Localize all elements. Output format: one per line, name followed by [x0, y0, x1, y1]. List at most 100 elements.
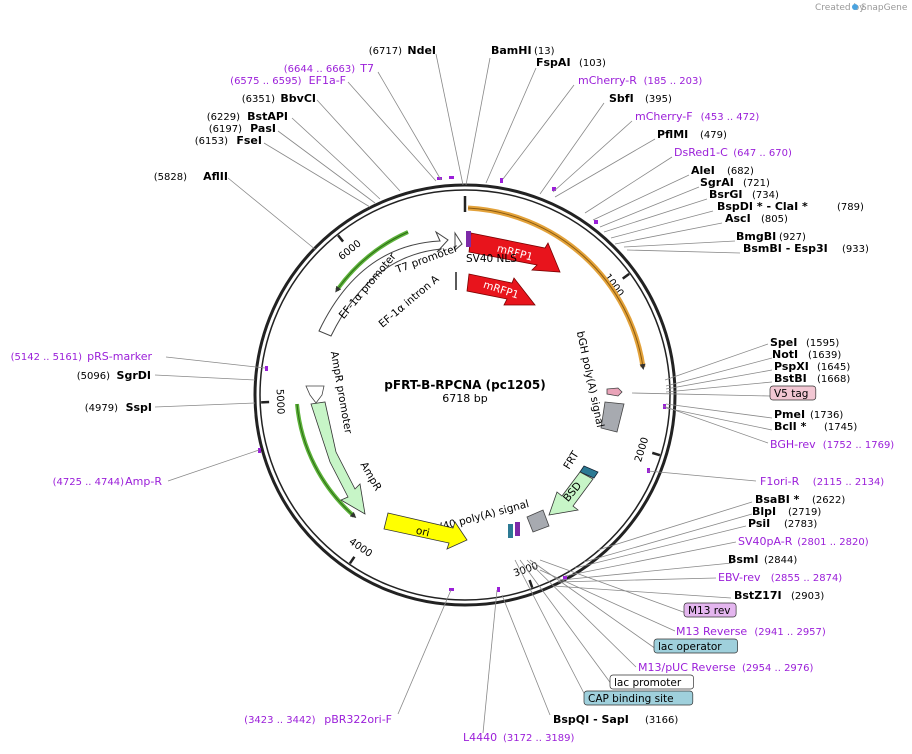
enzyme-name: BstZ17I [734, 589, 782, 602]
enzyme-position: (6153) [195, 136, 228, 147]
enzyme-name: BsmBI - Esp3I [743, 242, 828, 255]
feature-badge [769, 385, 817, 401]
enzyme-name: BbvCI [280, 92, 316, 105]
map-label: PsiI(2783) [748, 517, 817, 530]
map-label: AscI(805) [725, 212, 788, 225]
enzyme-name: SgrAI [700, 176, 734, 189]
enzyme-position: (2903) [791, 591, 824, 602]
enzyme-name: FseI [236, 134, 262, 147]
map-label: BstBI(1668) [774, 372, 850, 385]
map-label: SV40pA-R(2801 .. 2820) [738, 535, 869, 548]
plasmid-name: pFRT-B-RPCNA (pc1205) [384, 378, 545, 392]
primer-range: (2115 .. 2134) [813, 477, 885, 488]
map-label: SgrAI (721) [700, 176, 770, 189]
primer-range: (185 .. 203) [644, 76, 703, 87]
feature-badge [683, 602, 737, 618]
enzyme-position: (1745) [824, 422, 857, 433]
backbone-inner [259, 189, 671, 601]
map-label: SpeI(1595) [770, 336, 839, 349]
plasmid-length: 6718 bp [442, 392, 487, 405]
enzyme-position: (395) [645, 94, 672, 105]
t7-promoter-arrow [454, 231, 463, 252]
leader-lines-left [154, 53, 464, 715]
map-label: PspXI(1645) [774, 360, 850, 373]
credit-text: Created by [815, 3, 865, 13]
map-label: pRS-marker(5142 .. 5161) [11, 350, 153, 363]
map-label: BsmBI - Esp3I(933) [743, 242, 869, 255]
map-label: M13 rev [683, 602, 737, 618]
primer-range: (6575 .. 6595) [230, 76, 302, 87]
enzyme-name: PflMI [657, 128, 688, 141]
map-label: BamHI(13) [491, 44, 555, 57]
enzyme-position: (721) [743, 178, 770, 189]
brand-text: SnapGene [861, 3, 908, 13]
enzyme-name: NotI [772, 348, 798, 361]
map-label: T7(6644 .. 6663) [284, 62, 374, 75]
map-label: F1ori-R(2115 .. 2134) [760, 475, 884, 488]
map-label: M13 Reverse(2941 .. 2957) [676, 625, 826, 638]
primer-range: (3172 .. 3189) [503, 733, 575, 744]
map-label: BbvCI (6351) [242, 92, 316, 105]
enzyme-position: (2719) [788, 507, 821, 518]
enzyme-name: BclI * [774, 420, 807, 433]
primer-range: (4725 .. 4744) [53, 477, 125, 488]
enzyme-name: PmeI [774, 408, 805, 421]
map-label: BmgBI(927) [736, 230, 806, 243]
map-label: NotI(1639) [772, 348, 841, 361]
primer-range: (647 .. 670) [733, 148, 792, 159]
ef1a-intron-label: EF-1α intron A [377, 273, 443, 331]
primer-range: (3423 .. 3442) [244, 715, 316, 726]
enzyme-position: (2622) [812, 495, 845, 506]
enzyme-position: (927) [779, 232, 806, 243]
map-label: lac operator [653, 638, 738, 654]
enzyme-name: AflII [203, 170, 228, 183]
sv40-nls-label: SV40 NLS [466, 253, 517, 265]
map-label: EBV-rev(2855 .. 2874) [718, 571, 842, 584]
feature-badge-text: lac promoter [614, 677, 682, 689]
tick-label: 6000 [337, 238, 364, 262]
tick-mark [528, 579, 534, 589]
feature-badge-text: V5 tag [774, 388, 808, 400]
primer-name: DsRed1-C [674, 146, 728, 159]
enzyme-name: BstAPI [247, 110, 288, 123]
enzyme-name: BlpI [752, 505, 776, 518]
enzyme-position: (3166) [645, 715, 678, 726]
primer-name: EF1a-F [309, 74, 346, 87]
enzyme-position: (6229) [207, 112, 240, 123]
enzyme-position: (6197) [209, 124, 242, 135]
enzyme-position: (789) [837, 202, 864, 213]
primer-name: SV40pA-R [738, 535, 793, 548]
enzyme-name: SspI [126, 401, 152, 414]
enzyme-name: PsiI [748, 517, 770, 530]
primer-name: pRS-marker [87, 350, 152, 363]
enzyme-name: BmgBI [736, 230, 776, 243]
map-label: BlpI (2719) [752, 505, 821, 518]
enzyme-position: (4979) [85, 403, 118, 414]
enzyme-name: SpeI [770, 336, 797, 349]
enzyme-position: (6351) [242, 94, 275, 105]
enzyme-name: NdeI [407, 44, 436, 57]
orf-arc-orange-outline [467, 207, 646, 370]
map-label: lac promoter [609, 674, 694, 690]
primer-name: EBV-rev [718, 571, 761, 584]
primer-range: (2954 .. 2976) [742, 663, 814, 674]
tick-label: 4000 [347, 536, 374, 559]
tick-mark [621, 272, 630, 280]
map-label: PmeI(1736) [774, 408, 843, 421]
map-label: BstAPI (6229) [207, 110, 288, 123]
map-label: L4440(3172 .. 3189) [463, 731, 575, 744]
sv40-nls-marker [466, 231, 471, 247]
map-label: BGH-rev(1752 .. 1769) [770, 438, 894, 451]
map-label: pBR322ori-F(3423 .. 3442) [244, 713, 392, 726]
map-label: FseI (6153) [195, 134, 262, 147]
frt-marker [579, 465, 599, 479]
primer-range: (2941 .. 2957) [754, 627, 826, 638]
primer-range: (453 .. 472) [701, 112, 760, 123]
map-label: SspI (4979) [85, 401, 152, 414]
enzyme-position: (479) [700, 130, 727, 141]
enzyme-name: AscI [725, 212, 751, 225]
ampr-promoter-arrow [305, 385, 325, 404]
sv40-polya-shape [526, 509, 550, 533]
enzyme-name: FspAI [536, 56, 571, 69]
